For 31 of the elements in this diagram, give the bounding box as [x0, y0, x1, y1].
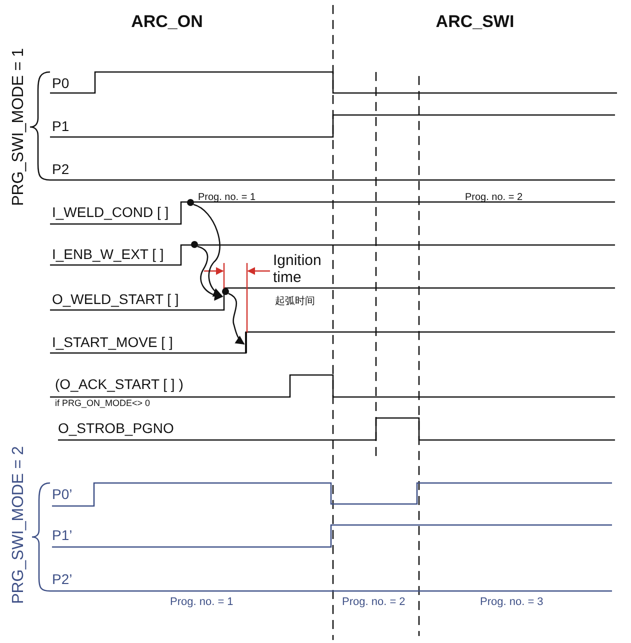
- signal-label: if PRG_ON_MODE<> 0: [55, 399, 150, 409]
- signal-label: I_WELD_COND [ ]: [52, 205, 169, 220]
- column-heading: ARC_ON: [131, 13, 203, 32]
- group-label: PRG_SWI_MODE = 1: [10, 48, 28, 206]
- timing-dot: [191, 241, 198, 248]
- signal-label: P2: [52, 162, 70, 178]
- signal-label: 起弧时间: [275, 296, 315, 307]
- signal-label: Prog. no. = 1: [198, 192, 256, 203]
- column-heading: ARC_SWI: [436, 13, 514, 32]
- signal-label: Prog. no. = 2: [342, 596, 406, 608]
- group-label: PRG_SWI_MODE = 2: [10, 446, 28, 604]
- signal-label: P0’: [52, 487, 72, 502]
- signal-label: P2’: [52, 572, 72, 588]
- signal-label: I_ENB_W_EXT [ ]: [52, 247, 164, 262]
- signal-label: O_STROB_PGNO: [58, 421, 174, 436]
- signal-label: (O_ACK_START [ ] ): [55, 377, 184, 392]
- timing-dot: [222, 288, 229, 295]
- signal-label: P0: [52, 76, 70, 92]
- curved-arrow: [228, 292, 245, 345]
- signal-label: Prog. no. = 1: [170, 596, 234, 608]
- rising-edge: [245, 332, 247, 353]
- signal-label: O_WELD_START [ ]: [52, 292, 179, 308]
- signal-label: P1: [52, 119, 70, 134]
- timing-dot: [187, 199, 194, 206]
- curved-arrow: [193, 204, 222, 296]
- signal-label: P1’: [52, 528, 72, 544]
- annotation-text: Ignition time: [273, 253, 322, 286]
- signal-label: Prog. no. = 3: [480, 596, 544, 608]
- signal-label: I_START_MOVE [ ]: [52, 335, 173, 350]
- signal-label: Prog. no. = 2: [465, 192, 523, 203]
- curved-arrow: [197, 246, 224, 300]
